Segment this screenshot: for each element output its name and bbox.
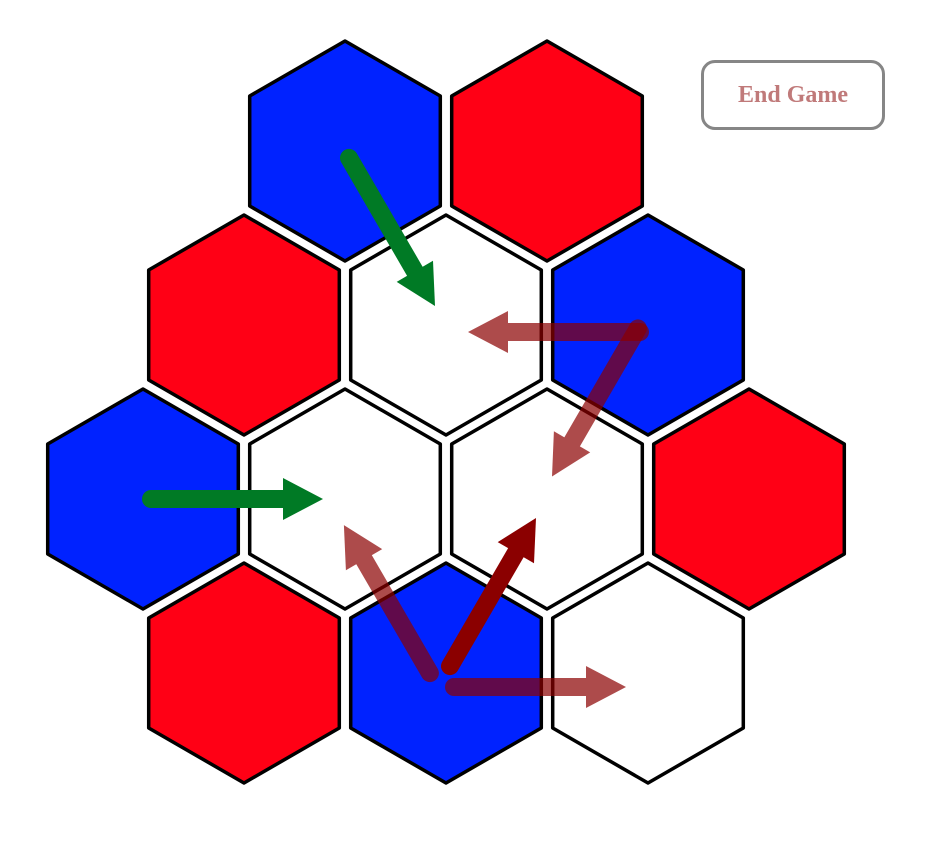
hex-cell-empty-r1c1[interactable] [348, 213, 544, 437]
move-arrows [142, 148, 649, 708]
move-arrow[interactable] [552, 319, 647, 477]
hex-cell-empty-r2c2[interactable] [449, 387, 645, 611]
arrow-head [396, 260, 435, 306]
hex-cell-red-r1c0[interactable] [146, 213, 342, 437]
arrow-head [497, 518, 536, 564]
hex-cell-red-r2c3[interactable] [651, 387, 847, 611]
arrow-shaft [354, 548, 439, 683]
move-arrow[interactable] [340, 148, 435, 306]
arrow-shaft [562, 319, 647, 453]
move-arrow[interactable] [142, 478, 323, 520]
arrow-head [552, 431, 591, 477]
arrow-head [586, 666, 626, 708]
hex-cell-red-r0c1[interactable] [449, 39, 645, 263]
arrow-head [343, 525, 383, 571]
move-arrow[interactable] [441, 518, 536, 676]
end-game-label: End Game [737, 81, 848, 108]
move-arrow[interactable] [445, 666, 626, 708]
arrow-shaft [441, 541, 526, 676]
hex-cell-empty-r3c2[interactable] [550, 561, 746, 785]
arrow-head [468, 311, 508, 353]
end-game-button[interactable]: End Game [701, 60, 885, 130]
hex-cell-empty-r2c1[interactable] [247, 387, 443, 611]
arrow-head [283, 478, 323, 520]
hex-cell-red-r3c0[interactable] [146, 561, 342, 785]
arrow-shaft [340, 148, 425, 283]
move-arrow[interactable] [343, 525, 439, 683]
move-arrow[interactable] [468, 311, 649, 353]
